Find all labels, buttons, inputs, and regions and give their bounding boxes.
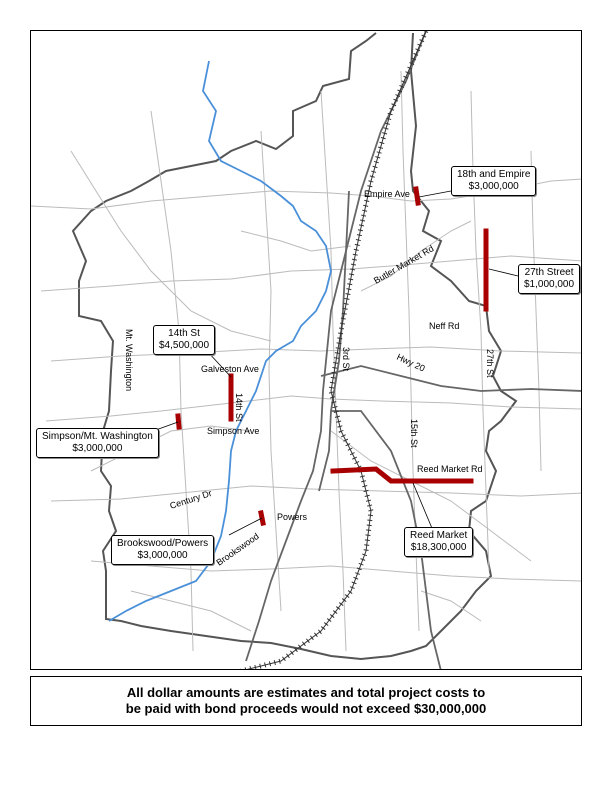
project-cost: $4,500,000 [159, 340, 210, 351]
project-18th-empire [413, 186, 421, 206]
callout-brookswood-powers: Brookswood/Powers $3,000,000 [111, 535, 215, 565]
callout-leaders [152, 190, 519, 536]
highways [245, 31, 581, 669]
map-frame: Empire Ave Butler Market Rd Neff Rd 3rd … [30, 30, 582, 670]
label-neff-rd: Neff Rd [429, 321, 459, 331]
project-segments [175, 186, 489, 526]
label-butler-market-rd: Butler Market Rd [372, 243, 435, 285]
project-reed-market [330, 466, 474, 484]
project-name: Reed Market [410, 530, 468, 541]
project-name: Brookswood/Powers [117, 538, 209, 549]
label-third-st: 3rd St [341, 347, 351, 372]
project-cost: $3,000,000 [72, 443, 123, 454]
label-simpson-ave: Simpson Ave [207, 426, 259, 436]
deschutes-river [108, 60, 332, 622]
label-15th-st: 15th St [409, 419, 419, 448]
callout-reed-market: Reed Market $18,300,000 [404, 527, 474, 557]
railroad [240, 31, 429, 669]
city-map: Empire Ave Butler Market Rd Neff Rd 3rd … [31, 31, 581, 669]
label-powers: Powers [277, 512, 308, 522]
label-reed-market-rd: Reed Market Rd [417, 464, 483, 474]
project-cost: $18,300,000 [410, 542, 467, 553]
footnote-line-2: be paid with bond proceeds would not exc… [125, 701, 487, 716]
footnote-box: All dollar amounts are estimates and tot… [30, 676, 582, 726]
project-name: 27th Street [524, 267, 574, 278]
project-name: 14th St [168, 328, 200, 339]
label-galveston-ave: Galveston Ave [201, 364, 259, 374]
callout-27th-street: 27th Street $1,000,000 [518, 264, 581, 294]
callout-18th-empire: 18th and Empire $3,000,000 [451, 166, 537, 196]
project-name: 18th and Empire [457, 169, 531, 180]
city-boundary [71, 32, 518, 661]
label-century-dr: Century Dr [169, 488, 213, 511]
footnote-line-1: All dollar amounts are estimates and tot… [126, 685, 486, 700]
project-name: Simpson/Mt. Washington [42, 431, 153, 442]
label-empire-ave: Empire Ave [364, 189, 410, 199]
project-cost: $1,000,000 [524, 279, 575, 290]
label-mt-washington: Mt. Washington [124, 329, 134, 391]
project-cost: $3,000,000 [137, 550, 188, 561]
label-14th-st: 14th St [234, 393, 244, 422]
callout-simpson-mt-washington: Simpson/Mt. Washington $3,000,000 [36, 428, 159, 458]
callout-14th-st: 14th St $4,500,000 [153, 325, 216, 355]
label-27th-st: 27th St [485, 349, 495, 378]
project-simpson-mt-washington [175, 413, 182, 430]
project-cost: $3,000,000 [468, 181, 519, 192]
